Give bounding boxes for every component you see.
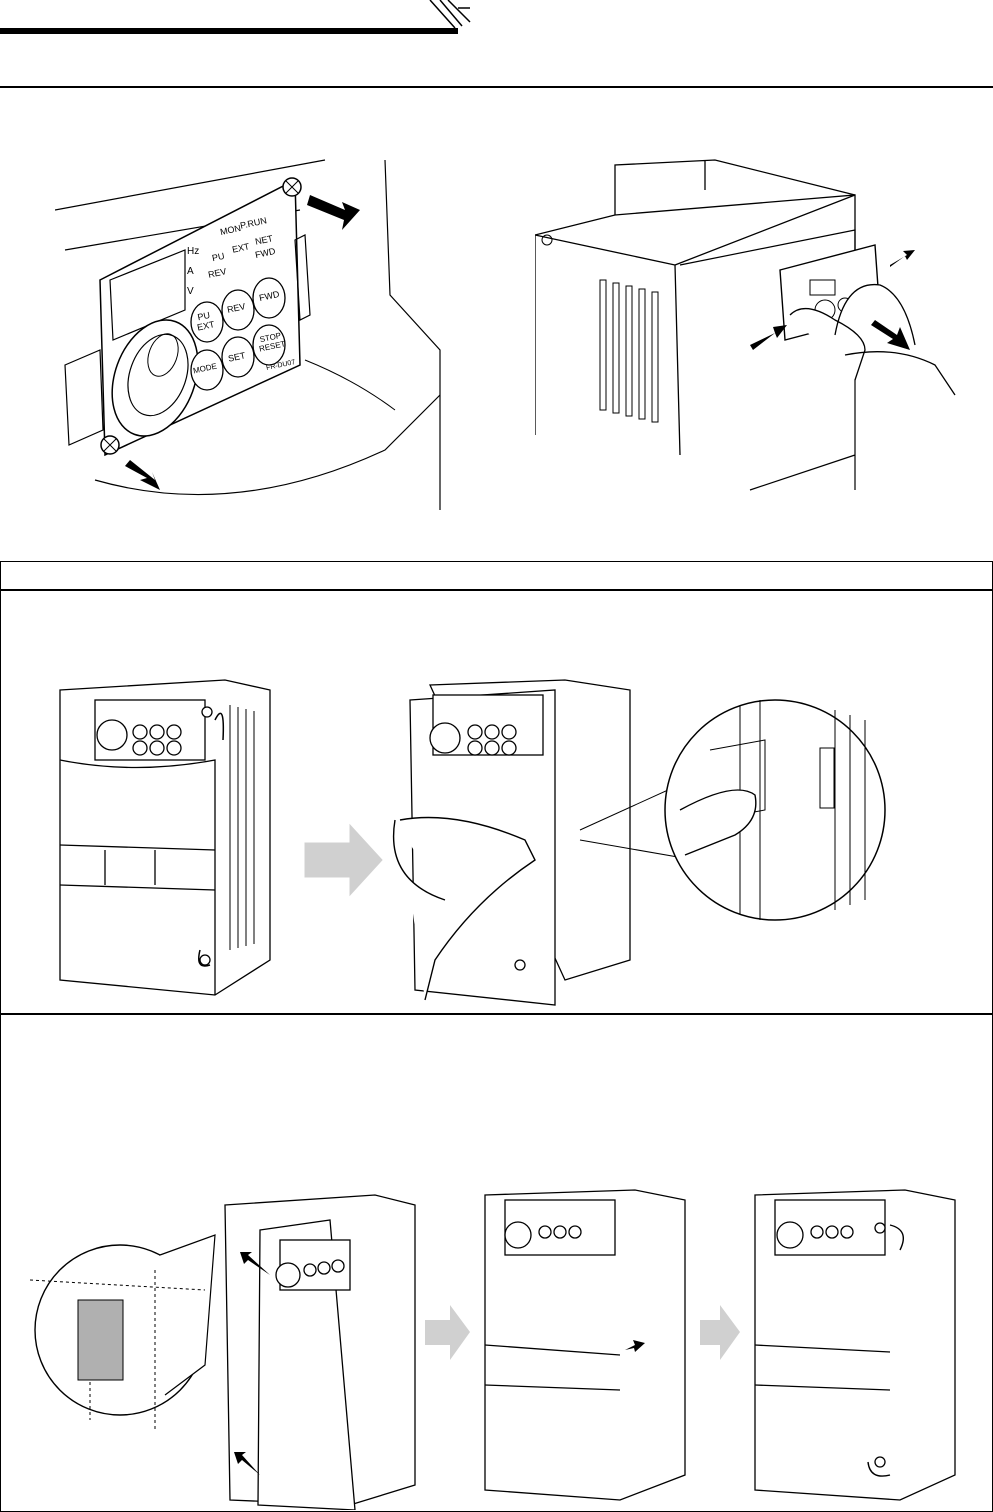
front-cover-install-figure <box>30 1189 956 1510</box>
panel-removal-figure <box>535 159 956 491</box>
unit-labels: Hz A V <box>187 242 199 302</box>
unit-label-v: V <box>187 286 194 297</box>
front-cover-removal-figure <box>59 679 886 1006</box>
operation-panel-figure <box>55 159 441 510</box>
unit-label-a: A <box>187 266 194 277</box>
table-row-divider <box>0 1013 993 1015</box>
table-header-divider <box>0 589 993 591</box>
header-decoration <box>0 0 993 88</box>
unit-label-hz: Hz <box>187 246 200 257</box>
